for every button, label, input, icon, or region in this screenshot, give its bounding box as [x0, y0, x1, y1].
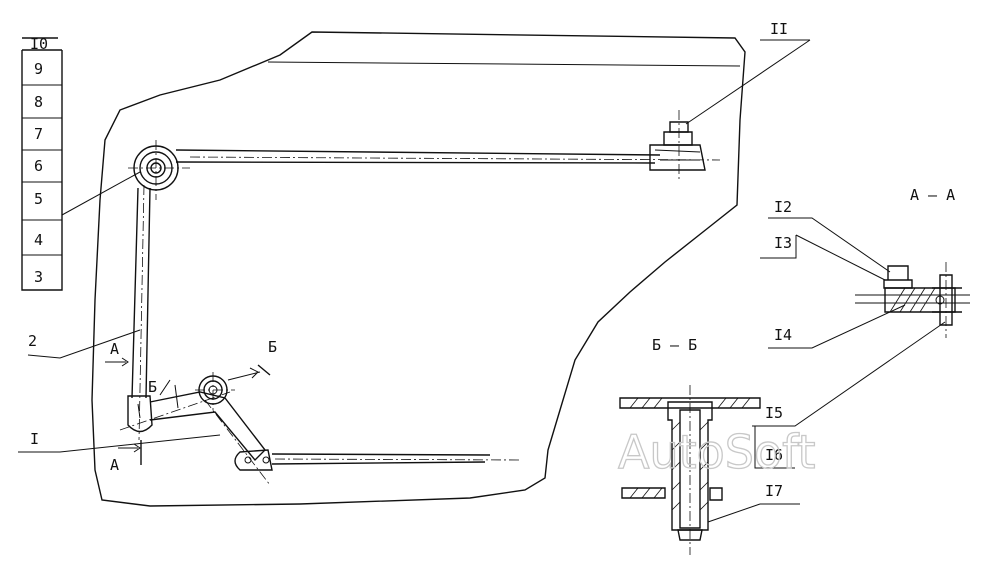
upper-pivot — [128, 140, 190, 200]
label-13: I3 — [774, 234, 792, 252]
section-b-mark-left: Б — [148, 378, 157, 396]
section-a-mark-top: А — [110, 340, 119, 358]
leader-15 — [752, 321, 946, 427]
label-4: 4 — [34, 231, 43, 249]
watermark: AutoSoft — [618, 425, 816, 479]
leader-16 — [754, 426, 795, 469]
lower-rod-end — [234, 449, 273, 471]
leader-5 — [61, 171, 141, 216]
label-16: I6 — [765, 446, 783, 464]
leader-2 — [27, 329, 141, 359]
leader-13 — [795, 234, 886, 281]
label-6: 6 — [34, 157, 43, 175]
section-bb-title: Б – Б — [652, 336, 697, 354]
leader-13-frame — [760, 235, 797, 259]
label-8: 8 — [34, 93, 43, 111]
upper-horizontal-rod — [175, 149, 721, 164]
callout-column — [21, 37, 63, 291]
door-panel-outline — [91, 31, 746, 507]
label-1: I — [30, 430, 39, 448]
leader-17 — [707, 503, 800, 523]
leader-12 — [768, 217, 891, 273]
label-14: I4 — [774, 326, 792, 344]
section-a-cut-marks — [105, 357, 142, 465]
label-15: I5 — [765, 404, 783, 422]
lower-pivot — [195, 372, 235, 410]
label-17: I7 — [765, 482, 783, 500]
label-2: 2 — [28, 332, 37, 350]
section-aa-view — [855, 262, 970, 338]
leader-14 — [768, 304, 906, 349]
label-5: 5 — [34, 190, 43, 208]
section-b-mark-right: Б — [268, 338, 277, 356]
label-10: I0 — [30, 35, 48, 53]
section-a-mark-bottom: А — [110, 456, 119, 474]
vertical-rod-lower-end — [127, 395, 153, 433]
label-3: 3 — [34, 268, 43, 286]
label-11: II — [770, 20, 788, 38]
section-aa-title: А – А — [910, 186, 955, 204]
label-7: 7 — [34, 125, 43, 143]
section-b-cut-marks — [227, 364, 271, 381]
section-bb-view — [619, 385, 761, 555]
vertical-rod — [131, 184, 151, 441]
leader-11 — [685, 39, 811, 125]
leader-1 — [18, 434, 221, 453]
label-12: I2 — [774, 198, 792, 216]
lower-horizontal-rod — [271, 453, 521, 465]
upper-rod-end-fitting — [649, 110, 706, 182]
label-9: 9 — [34, 60, 43, 78]
